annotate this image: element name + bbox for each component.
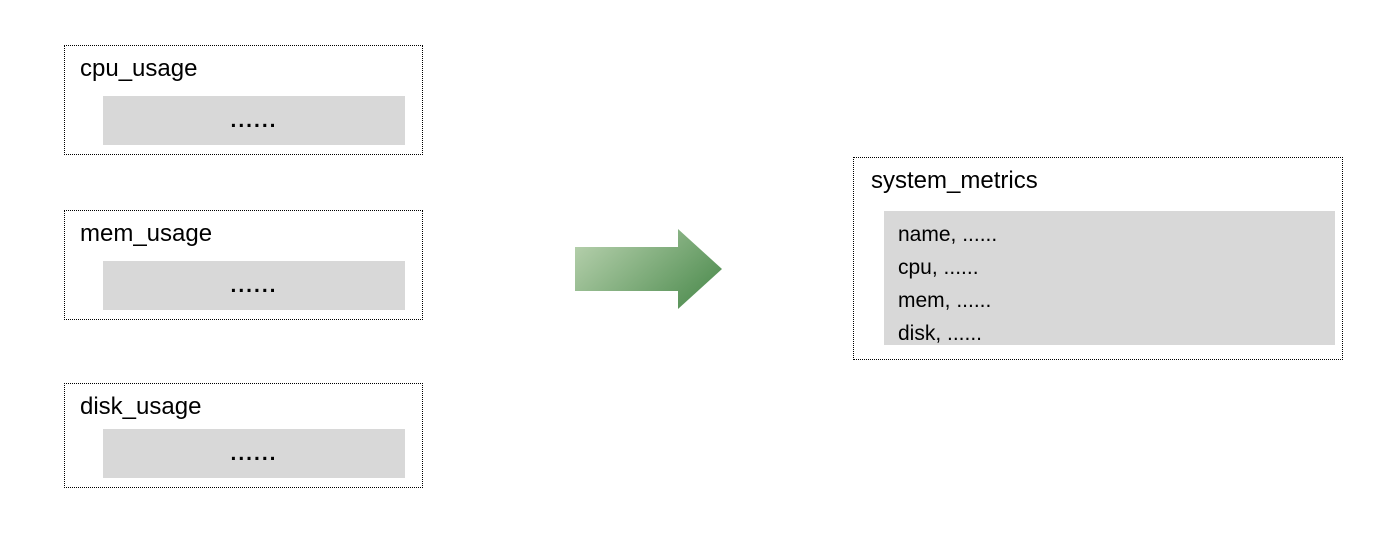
source-box-title: mem_usage <box>80 220 213 247</box>
target-box-title: system_metrics <box>871 167 1038 194</box>
source-box-title: disk_usage <box>80 393 202 420</box>
placeholder-dots: ...... <box>230 108 278 132</box>
target-box-data-panel: name, ...... cpu, ...... mem, ...... dis… <box>884 211 1335 345</box>
placeholder-dots: ...... <box>230 441 278 465</box>
metric-row: disk, ...... <box>898 322 983 345</box>
metric-row: name, ...... <box>898 223 998 246</box>
source-box-title: cpu_usage <box>80 55 198 82</box>
source-box-data-strip: ...... <box>103 429 405 478</box>
target-box-system-metrics: system_metrics name, ...... cpu, ...... … <box>853 157 1343 360</box>
placeholder-dots: ...... <box>230 273 278 297</box>
merge-arrow-icon <box>575 229 722 309</box>
source-box-data-strip: ...... <box>103 261 405 310</box>
source-box-disk-usage: disk_usage ...... <box>64 383 423 488</box>
source-box-cpu-usage: cpu_usage ...... <box>64 45 423 155</box>
source-box-data-strip: ...... <box>103 96 405 145</box>
metric-row: cpu, ...... <box>898 256 979 279</box>
metric-row: mem, ...... <box>898 289 992 312</box>
source-box-mem-usage: mem_usage ...... <box>64 210 423 320</box>
